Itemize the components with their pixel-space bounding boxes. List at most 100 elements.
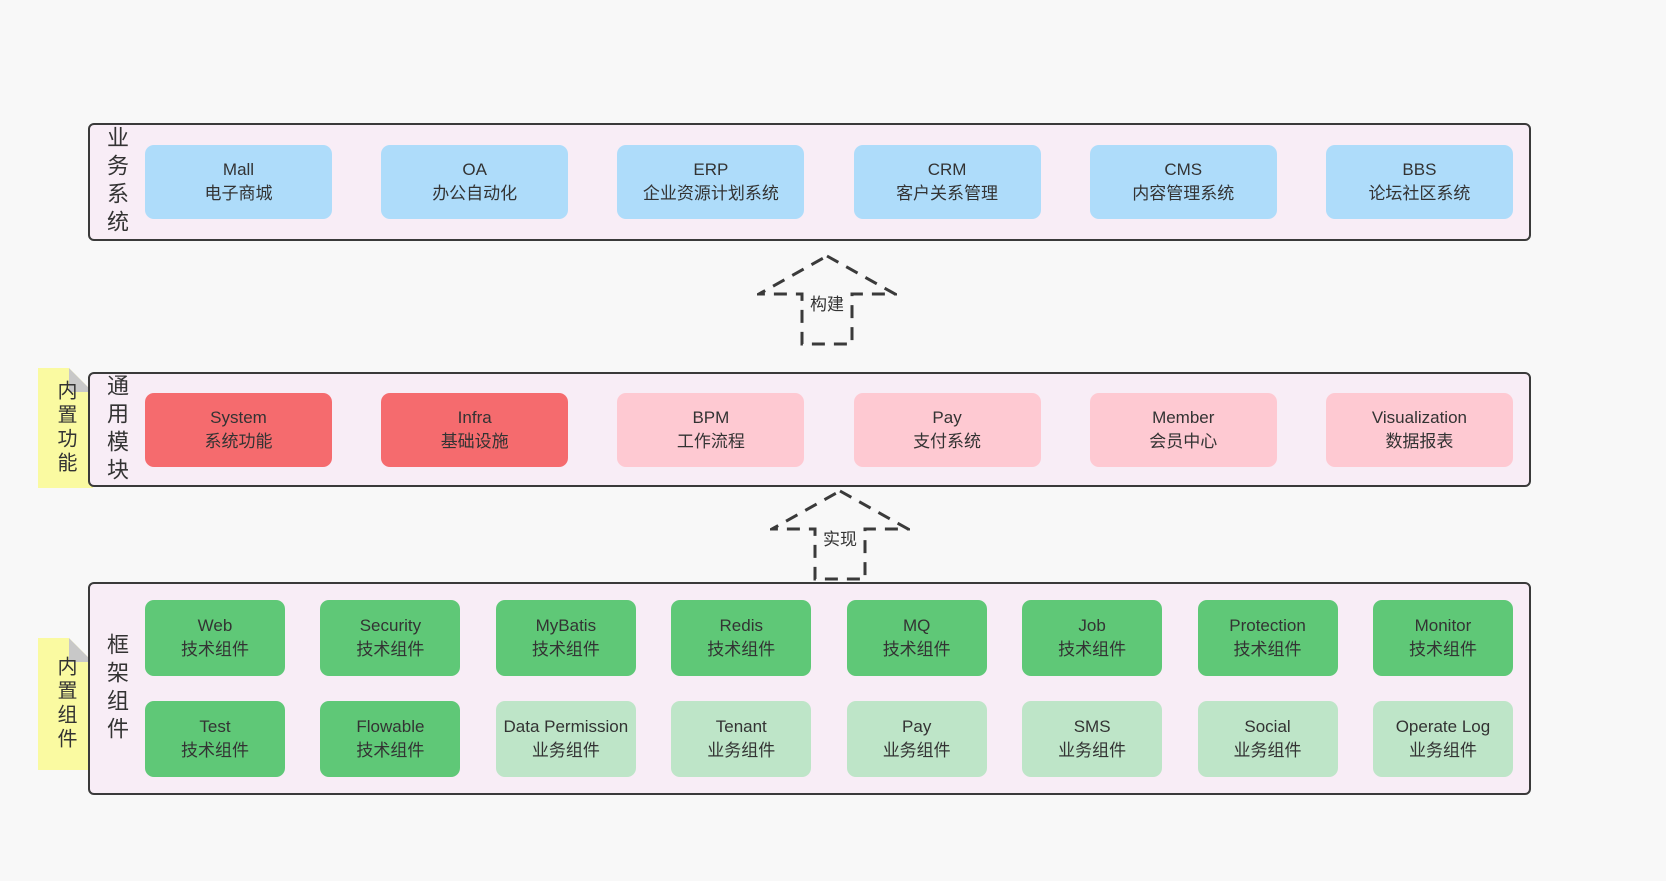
box-subtitle: 技术组件 <box>356 640 425 659</box>
business-systems-row: Mall 电子商城 OA 办公自动化 ERP 企业资源计划系统 CRM 客户关系… <box>145 125 1513 239</box>
box-subtitle: 论坛社区系统 <box>1368 184 1471 203</box>
box-subtitle: 技术组件 <box>1408 640 1477 659</box>
box-sms: SMS 业务组件 <box>1022 701 1163 777</box>
box-title: CRM <box>927 160 967 179</box>
box-title: Visualization <box>1371 407 1467 427</box>
panel-common-modules-label: 通用模块 <box>104 373 129 486</box>
box-subtitle: 业务组件 <box>531 741 600 760</box>
box-title: Tenant <box>715 717 767 736</box>
box-title: Social <box>1244 717 1291 736</box>
box-title: Security <box>359 616 422 635</box>
box-erp: ERP 企业资源计划系统 <box>617 145 805 219</box>
box-title: System <box>210 407 267 427</box>
box-redis: Redis 技术组件 <box>671 600 812 676</box>
box-subtitle: 技术组件 <box>1058 640 1127 659</box>
box-security: Security 技术组件 <box>320 600 461 676</box>
panel-business-systems: 业务系统 Mall 电子商城 OA 办公自动化 ERP 企业资源计划系统 CRM… <box>88 123 1531 241</box>
box-member: Member 会员中心 <box>1089 392 1277 467</box>
box-subtitle: 内容管理系统 <box>1132 184 1235 203</box>
box-subtitle: 会员中心 <box>1149 431 1218 451</box>
box-title: Job <box>1078 616 1106 635</box>
box-subtitle: 技术组件 <box>181 741 249 760</box>
box-data-permission: Data Permission 业务组件 <box>495 701 636 777</box>
box-pay-component: Pay 业务组件 <box>846 701 987 777</box>
box-mybatis: MyBatis 技术组件 <box>495 600 636 676</box>
box-cms: CMS 内容管理系统 <box>1089 145 1277 219</box>
box-subtitle: 技术组件 <box>707 640 776 659</box>
box-mq: MQ 技术组件 <box>846 600 987 676</box>
box-subtitle: 技术组件 <box>1233 640 1302 659</box>
framework-components-row-1: Web 技术组件 Security 技术组件 MyBatis 技术组件 Redi… <box>145 600 1513 676</box>
build-arrow: 构建 <box>757 252 897 348</box>
box-title: OA <box>462 160 487 179</box>
box-test: Test 技术组件 <box>145 701 285 777</box>
box-title: ERP <box>693 160 729 179</box>
box-subtitle: 企业资源计划系统 <box>642 184 779 203</box>
box-title: Flowable <box>356 717 425 736</box>
box-title: Member <box>1152 407 1215 427</box>
box-subtitle: 业务组件 <box>1058 741 1127 760</box>
box-title: Pay <box>932 407 962 427</box>
box-title: Data Permission <box>503 717 629 736</box>
panel-common-modules: 通用模块 System 系统功能 Infra 基础设施 BPM 工作流程 Pay… <box>88 372 1531 487</box>
box-tenant: Tenant 业务组件 <box>671 701 812 777</box>
box-infra: Infra 基础设施 <box>381 392 569 467</box>
box-title: Test <box>199 717 231 736</box>
box-subtitle: 业务组件 <box>1408 741 1477 760</box>
box-title: Monitor <box>1414 616 1472 635</box>
box-title: Pay <box>902 717 932 736</box>
framework-components-row-2: Test 技术组件 Flowable 技术组件 Data Permission … <box>145 701 1513 777</box>
box-title: CMS <box>1164 160 1203 179</box>
build-arrow-label: 构建 <box>807 289 847 316</box>
box-subtitle: 电子商城 <box>204 184 273 203</box>
sticky-built-in-components: 内置组件 <box>38 638 93 770</box>
sticky-built-in-features: 内置功能 <box>38 368 93 488</box>
box-title: Web <box>197 616 233 635</box>
box-subtitle: 技术组件 <box>882 640 951 659</box>
box-subtitle: 技术组件 <box>181 640 249 659</box>
box-system: System 系统功能 <box>145 392 332 467</box>
box-title: BBS <box>1402 160 1437 179</box>
box-title: Infra <box>457 407 492 427</box>
box-subtitle: 业务组件 <box>1233 741 1302 760</box>
box-subtitle: 办公自动化 <box>432 184 518 203</box>
box-crm: CRM 客户关系管理 <box>853 145 1041 219</box>
box-protection: Protection 技术组件 <box>1197 600 1338 676</box>
box-mall: Mall 电子商城 <box>145 145 332 219</box>
box-subtitle: 数据报表 <box>1385 431 1454 451</box>
box-operate-log: Operate Log 业务组件 <box>1372 701 1513 777</box>
panel-framework-components: 框架组件 Web 技术组件 Security 技术组件 MyBatis 技术组件… <box>88 582 1531 795</box>
box-subtitle: 工作流程 <box>676 431 745 451</box>
implement-arrow: 实现 <box>770 487 910 583</box>
box-title: Mall <box>222 160 255 179</box>
panel-framework-components-label: 框架组件 <box>104 632 129 745</box>
box-oa: OA 办公自动化 <box>381 145 569 219</box>
box-title: MyBatis <box>535 616 597 635</box>
implement-arrow-label: 实现 <box>820 524 860 551</box>
box-title: Protection <box>1229 616 1306 635</box>
framework-components-rows: Web 技术组件 Security 技术组件 MyBatis 技术组件 Redi… <box>145 584 1513 793</box>
box-job: Job 技术组件 <box>1022 600 1163 676</box>
box-monitor: Monitor 技术组件 <box>1372 600 1513 676</box>
box-subtitle: 业务组件 <box>882 741 951 760</box>
box-visualization: Visualization 数据报表 <box>1325 392 1513 467</box>
box-title: Redis <box>719 616 763 635</box>
sticky-built-in-features-label: 内置功能 <box>54 380 76 476</box>
box-subtitle: 技术组件 <box>531 640 600 659</box>
box-subtitle: 技术组件 <box>356 741 425 760</box>
box-subtitle: 系统功能 <box>204 431 273 451</box>
box-subtitle: 业务组件 <box>707 741 776 760</box>
box-title: SMS <box>1073 717 1111 736</box>
panel-business-systems-label: 业务系统 <box>104 126 129 238</box>
box-bpm: BPM 工作流程 <box>617 392 805 467</box>
box-bbs: BBS 论坛社区系统 <box>1325 145 1513 219</box>
box-title: Operate Log <box>1395 717 1491 736</box>
box-social: Social 业务组件 <box>1197 701 1338 777</box>
box-subtitle: 支付系统 <box>913 431 982 451</box>
box-title: BPM <box>692 407 730 427</box>
box-flowable: Flowable 技术组件 <box>320 701 461 777</box>
sticky-built-in-components-label: 内置组件 <box>54 656 76 752</box>
box-title: MQ <box>902 616 931 635</box>
box-subtitle: 客户关系管理 <box>896 184 999 203</box>
